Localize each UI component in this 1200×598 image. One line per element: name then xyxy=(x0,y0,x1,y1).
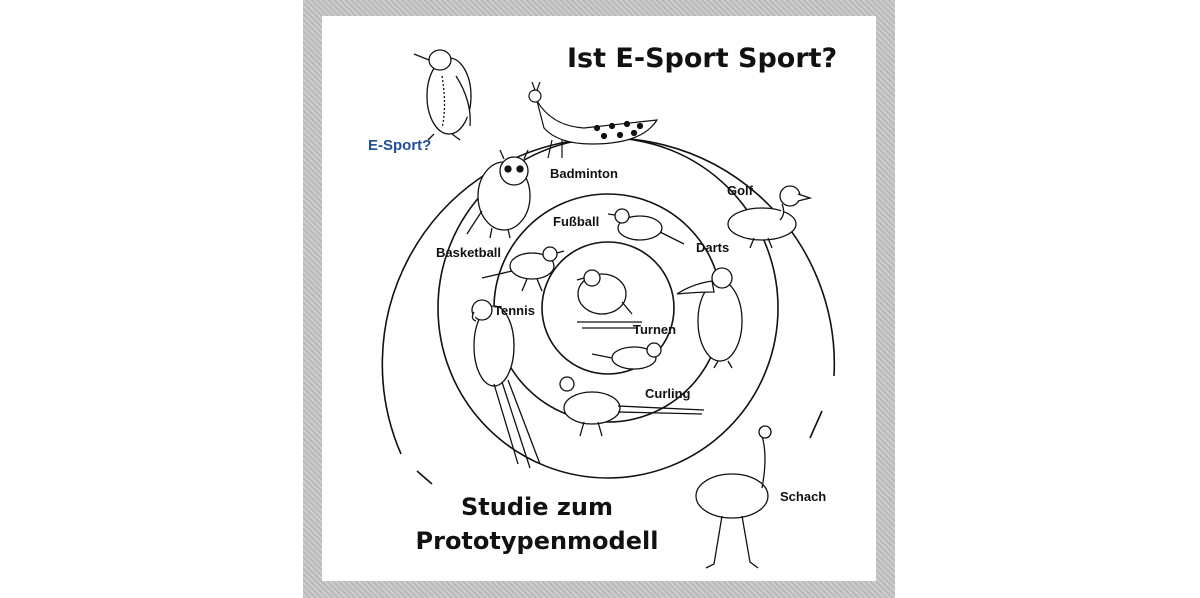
label-schach: Schach xyxy=(780,489,827,504)
toucan-icon xyxy=(676,267,743,369)
label-badminton: Badminton xyxy=(550,166,618,181)
sparrow-icon xyxy=(591,342,662,370)
ostrich-icon xyxy=(695,425,772,569)
label-fussball: Fußball xyxy=(553,214,600,229)
subtitle-line-2: Prototypenmodell xyxy=(415,527,659,555)
ring-inner xyxy=(541,241,675,375)
finch-icon xyxy=(481,246,565,292)
ring-outer-tail-2 xyxy=(809,410,823,439)
diagram-canvas: Ist E-Sport Sport? E-Sport? Badminton Go… xyxy=(322,16,876,581)
duck-icon xyxy=(727,185,813,249)
subtitle: Studie zum Prototypenmodell xyxy=(407,490,667,558)
label-tennis: Tennis xyxy=(494,303,535,318)
page-title: Ist E-Sport Sport? xyxy=(567,43,838,74)
label-esport: E-Sport? xyxy=(368,137,432,154)
concentric-circles-diagram xyxy=(381,49,836,569)
label-basketball: Basketball xyxy=(436,245,502,260)
songbird-icon xyxy=(607,208,685,245)
center-bird-icon xyxy=(576,269,642,329)
subtitle-line-1: Studie zum xyxy=(461,493,613,521)
label-turnen: Turnen xyxy=(633,322,677,337)
penguin-icon xyxy=(413,49,472,141)
hatched-frame: Ist E-Sport Sport? E-Sport? Badminton Go… xyxy=(303,0,895,598)
parrot-icon xyxy=(471,299,541,469)
label-darts: Darts xyxy=(696,240,730,255)
ring-outer-tail xyxy=(416,470,433,485)
owl-icon xyxy=(466,149,531,239)
label-golf: Golf xyxy=(727,183,753,198)
peacock-icon xyxy=(528,81,659,159)
pheasant-icon xyxy=(559,376,705,437)
label-curling: Curling xyxy=(645,386,691,401)
